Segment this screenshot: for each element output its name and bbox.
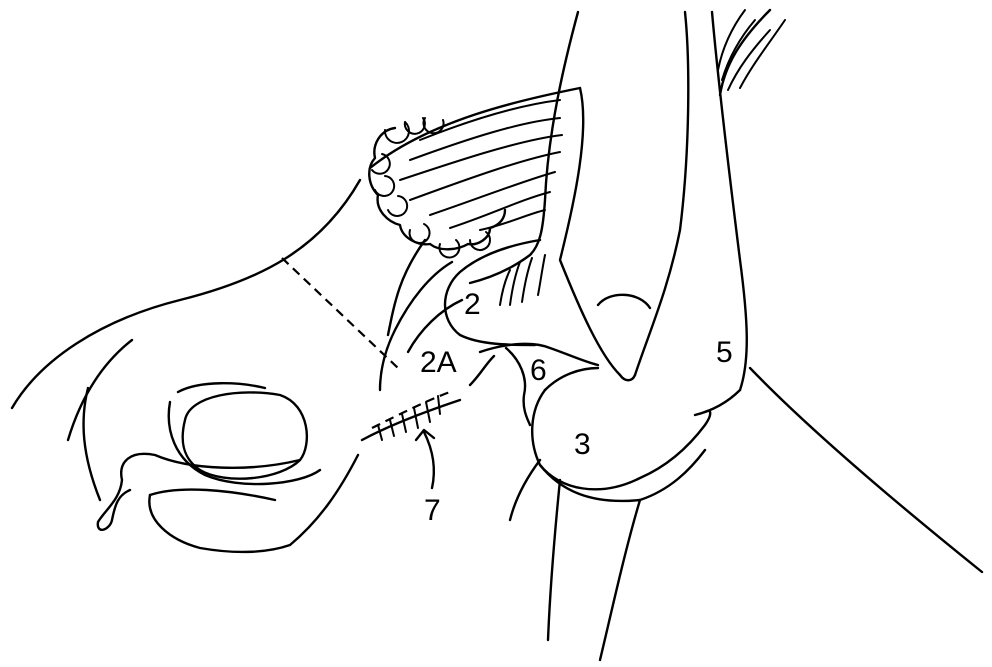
lower-left-loop: [150, 490, 275, 500]
label-2a: 2A: [420, 348, 457, 378]
left-inner-curve: [84, 388, 100, 500]
v-structure: [620, 375, 635, 380]
oval-outer-arc: [169, 402, 320, 484]
lower-left-contour: [98, 454, 300, 530]
hatch: [402, 414, 406, 432]
label-3: 3: [574, 430, 591, 460]
hatch: [438, 396, 440, 414]
striation: [410, 152, 560, 200]
structure-2a-right: [470, 356, 494, 385]
striation: [430, 172, 555, 215]
structure-3-inner: [540, 450, 705, 501]
hatch: [414, 408, 418, 428]
central-right-limb: [635, 12, 688, 375]
structure-6: [506, 348, 530, 425]
arrow-7-shaft: [424, 432, 434, 488]
beaded-border: [369, 128, 505, 249]
hatch: [390, 420, 394, 436]
right-long-line: [750, 368, 982, 572]
label-2: 2: [464, 290, 481, 320]
bottom-jaw-line: [149, 455, 358, 552]
label-7: 7: [424, 496, 441, 526]
stalk-left: [548, 480, 560, 640]
bead-5: [375, 176, 394, 196]
central-left-limb-right-edge: [560, 88, 620, 375]
structure-2-line: [538, 255, 545, 295]
rounded-bulge: [598, 295, 650, 308]
dashed-guide-line: [282, 258, 398, 368]
structure-2a-inner: [408, 300, 462, 352]
structure-5: [695, 390, 740, 415]
upper-body-wall-line: [12, 180, 360, 408]
structure-2a-curve: [388, 240, 425, 335]
structure-2-line: [522, 258, 532, 302]
oval-top-arc: [178, 383, 265, 392]
left-short-line: [68, 340, 132, 440]
label-6: 6: [530, 356, 547, 386]
bead-6: [388, 196, 407, 216]
structure-7-line: [362, 400, 460, 440]
upper-right-striation: [728, 30, 770, 90]
stalk-right: [600, 500, 640, 660]
structure-2-line: [500, 270, 510, 305]
right-limb-outer: [712, 12, 747, 390]
label-5: 5: [716, 338, 733, 368]
structure-2: [445, 240, 540, 345]
bead-7: [410, 224, 430, 243]
structure-2-line: [510, 262, 520, 305]
structure-6-right: [545, 368, 598, 390]
stalk-inner: [510, 460, 540, 520]
